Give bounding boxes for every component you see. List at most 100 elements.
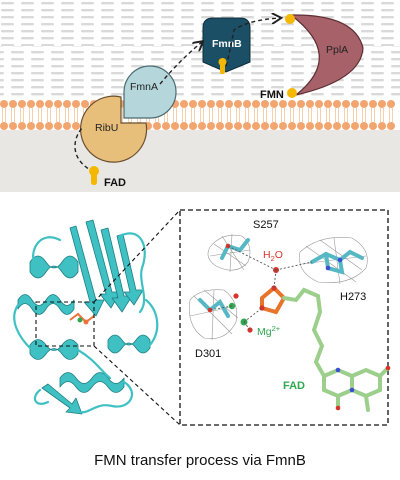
lipid-head-inner: [315, 122, 323, 130]
lipid-tail: [254, 108, 258, 122]
figure-canvas: RibU FmnA FmnB PplA FMN FAD: [0, 0, 400, 426]
lipid-tail: [389, 108, 393, 122]
fmna-protein-shape: [123, 65, 177, 119]
density-mesh-s257: [207, 234, 251, 271]
lipid-head-outer: [72, 100, 80, 108]
lipid-tail: [362, 108, 366, 122]
lipid-head-outer: [342, 100, 350, 108]
h-bond: [243, 321, 251, 331]
residue-label-s257: S257: [253, 219, 279, 231]
fad-ligand-ball: [89, 166, 99, 176]
lipid-head-inner: [9, 122, 17, 130]
loop: [118, 232, 146, 314]
helix: [107, 334, 151, 354]
lipid-head-inner: [342, 122, 350, 130]
lipid-head-inner: [216, 122, 224, 130]
lipid-head-outer: [180, 100, 188, 108]
lipid-head-inner: [270, 122, 278, 130]
lipid-head-outer: [225, 100, 233, 108]
beta-strand: [116, 233, 144, 306]
oxygen-atom: [207, 307, 213, 313]
fmn-ligand-ball-bottom: [287, 88, 297, 98]
cytoplasm: [0, 130, 400, 192]
lipid-head-inner: [189, 122, 197, 130]
lipid-head-outer: [54, 100, 62, 108]
lipid-tail: [20, 108, 24, 122]
lipid-head-inner: [72, 122, 80, 130]
lipid-head-outer: [243, 100, 251, 108]
lipid-head-inner: [207, 122, 215, 130]
lipid-tail: [272, 108, 276, 122]
beta-strand: [100, 227, 133, 313]
lipid-head-outer: [81, 100, 89, 108]
fmnb-protein-structure: [13, 209, 181, 426]
lipid-head-inner: [0, 122, 8, 130]
lipid-tail: [200, 108, 204, 122]
nitrogen-atom: [349, 387, 355, 393]
lipid-head-inner: [279, 122, 287, 130]
water-label: H2O: [263, 249, 283, 263]
lipid-tail: [245, 108, 249, 122]
ppla-label: PplA: [326, 44, 348, 56]
density-mesh-h273: [299, 237, 368, 283]
lipid-head-outer: [9, 100, 17, 108]
nitrogen-atom: [335, 367, 341, 373]
lipid-tail: [290, 108, 294, 122]
lipid-head-inner: [180, 122, 188, 130]
fad-ligand-label: FAD: [283, 380, 305, 392]
lipid-tail: [38, 108, 42, 122]
lipid-head-outer: [36, 100, 44, 108]
lipid-tail: [218, 108, 222, 122]
lipid-head-outer: [252, 100, 260, 108]
figure-caption: FMN transfer process via FmnB: [94, 452, 306, 469]
lipid-tail: [173, 108, 177, 122]
lipid-tail: [263, 108, 267, 122]
residue-label-h273: H273: [340, 291, 366, 303]
fmn-ligand-ball-top: [285, 14, 295, 24]
lipid-tail: [56, 108, 60, 122]
lipid-head-inner: [153, 122, 161, 130]
lipid-tail: [326, 108, 330, 122]
lipid-head-inner: [18, 122, 26, 130]
lipid-tail: [344, 108, 348, 122]
fad-label: FAD: [104, 177, 126, 189]
zoom-region-box: [35, 301, 95, 347]
lipid-tail: [47, 108, 51, 122]
lipid-head-outer: [18, 100, 26, 108]
lipid-tail: [29, 108, 33, 122]
lipid-head-inner: [297, 122, 305, 130]
lipid-head-inner: [351, 122, 359, 130]
lipid-tail: [281, 108, 285, 122]
lipid-head-inner: [288, 122, 296, 130]
lipid-head-outer: [333, 100, 341, 108]
lipid-tail: [11, 108, 15, 122]
lipid-head-outer: [45, 100, 53, 108]
lipid-tail: [227, 108, 231, 122]
residue-label-d301: D301: [195, 348, 221, 360]
lipid-tail: [299, 108, 303, 122]
ribu-label: RibU: [95, 122, 118, 134]
helix: [17, 294, 75, 315]
lipid-head-inner: [243, 122, 251, 130]
membrane-schematic: RibU FmnA FmnB PplA FMN FAD: [0, 0, 400, 192]
lipid-tail: [209, 108, 213, 122]
lipid-head-inner: [36, 122, 44, 130]
lipid-head-inner: [333, 122, 341, 130]
residue-sticks-d301: [198, 298, 230, 318]
lipid-head-outer: [216, 100, 224, 108]
h-bond: [273, 269, 277, 289]
lipid-head-outer: [315, 100, 323, 108]
lipid-head-outer: [270, 100, 278, 108]
lipid-head-outer: [261, 100, 269, 108]
lipid-head-inner: [162, 122, 170, 130]
nitrogen-atom: [337, 257, 343, 263]
lipid-bilayer: [0, 100, 395, 130]
ppla-protein-shape: [289, 14, 364, 96]
zoom-connector-bottom: [93, 345, 181, 426]
loop: [33, 388, 50, 405]
fmna-label: FmnA: [130, 81, 158, 93]
lipid-head-outer: [288, 100, 296, 108]
lipid-head-outer: [198, 100, 206, 108]
lipid-head-outer: [378, 100, 386, 108]
lipid-tail: [191, 108, 195, 122]
